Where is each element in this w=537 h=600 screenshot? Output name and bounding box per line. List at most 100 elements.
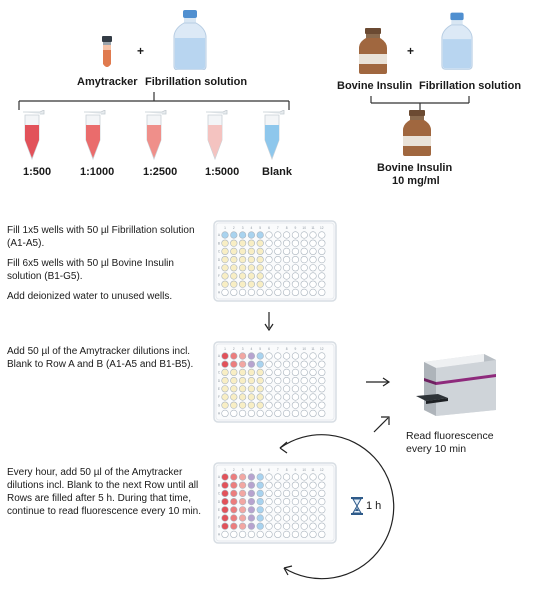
well (230, 264, 238, 272)
well (309, 376, 317, 385)
well (300, 264, 308, 272)
well (247, 255, 256, 264)
well (247, 522, 256, 530)
dilution-label-5: Blank (262, 166, 292, 178)
svg-text:H: H (218, 412, 221, 416)
well (309, 360, 317, 368)
well (239, 255, 247, 264)
svg-text:B: B (218, 362, 220, 366)
well (265, 264, 273, 272)
well (221, 247, 229, 256)
svg-text:C: C (218, 371, 221, 375)
well (239, 272, 247, 280)
svg-text:7: 7 (277, 226, 279, 230)
well (247, 481, 256, 489)
well (291, 272, 299, 280)
well (309, 530, 317, 538)
svg-text:10: 10 (302, 468, 306, 472)
bovine-insulin-label: Bovine Insulin (337, 80, 413, 92)
well (230, 360, 238, 368)
well (318, 385, 326, 393)
well (300, 288, 308, 296)
well (239, 376, 247, 385)
well (239, 393, 247, 401)
well (300, 489, 308, 498)
svg-text:8: 8 (286, 347, 288, 351)
step2-text: Add 50 µl of the Amytracker dilutions in… (7, 346, 194, 370)
well (282, 272, 291, 280)
well (300, 473, 308, 481)
well (221, 239, 229, 247)
well (221, 352, 229, 360)
fibrillation-bottle-right-icon (441, 12, 473, 70)
well (318, 280, 326, 288)
well (230, 497, 238, 506)
well (265, 497, 273, 506)
svg-text:B: B (218, 483, 220, 487)
well (291, 530, 299, 538)
amytracker-label: Amytracker (77, 76, 138, 88)
well (247, 506, 256, 514)
well (256, 280, 264, 288)
well (309, 385, 317, 393)
well (291, 352, 299, 360)
svg-text:5: 5 (259, 468, 261, 472)
well (309, 401, 317, 409)
well (221, 385, 229, 393)
tube-2-icon (84, 110, 106, 160)
well (318, 489, 326, 498)
well (247, 489, 256, 498)
well (309, 368, 317, 377)
well (247, 352, 256, 360)
well (239, 288, 247, 296)
well (300, 506, 308, 514)
well (239, 385, 247, 393)
well (230, 288, 238, 296)
well (318, 239, 326, 247)
well (230, 352, 238, 360)
well (300, 481, 308, 489)
well (300, 514, 308, 522)
well (239, 280, 247, 288)
well (230, 506, 238, 514)
well (256, 530, 264, 538)
well (239, 368, 247, 377)
well (221, 288, 229, 296)
svg-text:2: 2 (233, 468, 235, 472)
well (239, 231, 247, 239)
well (230, 489, 238, 498)
svg-text:F: F (218, 274, 220, 278)
step1-line1: Fill 1x5 wells with 50 µl Fibrillation s… (7, 225, 195, 249)
svg-text:G: G (218, 403, 221, 407)
well (291, 247, 299, 256)
svg-text:F: F (218, 395, 220, 399)
fibrillation-label-right: Fibrillation solution (419, 80, 522, 92)
well (274, 481, 282, 489)
well (221, 473, 229, 481)
well (282, 360, 291, 368)
well (256, 481, 264, 489)
well (282, 401, 291, 409)
well (221, 514, 229, 522)
well (274, 255, 282, 264)
well (291, 522, 299, 530)
well (265, 530, 273, 538)
well (239, 264, 247, 272)
svg-text:4: 4 (251, 468, 253, 472)
well (300, 522, 308, 530)
well (239, 497, 247, 506)
well (300, 401, 308, 409)
bovine-insulin-result-vial-icon (403, 110, 431, 156)
well (247, 368, 256, 377)
well (247, 497, 256, 506)
well (318, 288, 326, 296)
well (282, 280, 291, 288)
well (274, 522, 282, 530)
well (256, 272, 264, 280)
well (221, 376, 229, 385)
well (309, 497, 317, 506)
well (274, 497, 282, 506)
well (309, 239, 317, 247)
well (274, 280, 282, 288)
